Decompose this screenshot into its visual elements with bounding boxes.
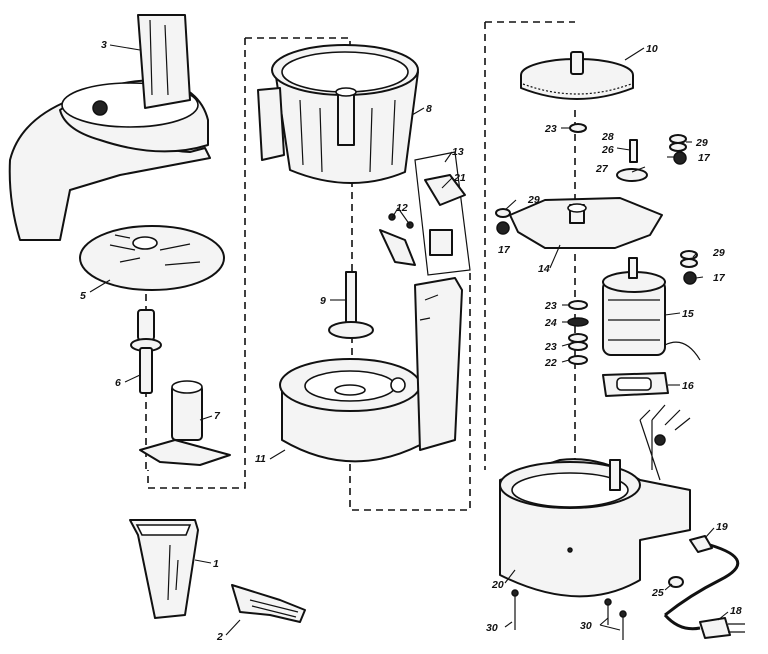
part-27-cam <box>616 168 648 182</box>
label-11: 11 <box>255 453 266 465</box>
label-3: 3 <box>101 39 107 51</box>
label-13: 13 <box>452 146 464 158</box>
part-12-switch-parts <box>379 213 416 266</box>
part-11-base-housing <box>279 277 463 463</box>
label-21: 21 <box>453 172 466 184</box>
label-2: 2 <box>216 631 223 643</box>
dashed-group-right <box>484 21 575 470</box>
label-9: 9 <box>320 295 326 307</box>
label-10: 10 <box>646 43 658 55</box>
part-26-28-screw <box>629 139 638 163</box>
label-26: 26 <box>601 144 614 156</box>
label-25: 25 <box>651 587 664 599</box>
label-15: 15 <box>682 308 694 320</box>
part-30-screws <box>511 589 627 640</box>
part-5-slicing-disc <box>79 225 225 291</box>
part-16-motor-mount <box>602 372 669 397</box>
part-1-food-pusher <box>129 519 199 619</box>
label-29-right: 29 <box>712 247 725 259</box>
label-30-left: 30 <box>486 622 498 634</box>
part-19-cord-strain-relief <box>689 535 713 553</box>
part-18-power-cord <box>663 543 745 639</box>
label-22: 22 <box>544 357 557 369</box>
label-24: 24 <box>544 317 557 329</box>
part-23-washer-top <box>569 123 587 133</box>
leader-lines <box>89 44 729 636</box>
label-23-top: 23 <box>544 123 557 135</box>
label-23-mid: 23 <box>544 300 557 312</box>
label-12: 12 <box>396 202 408 214</box>
label-27: 27 <box>595 163 609 175</box>
label-6: 6 <box>115 377 121 389</box>
part-9-spindle <box>328 271 374 339</box>
motor-wires <box>639 404 691 481</box>
label-16: 16 <box>682 380 694 392</box>
label-5: 5 <box>80 290 86 302</box>
label-1: 1 <box>213 558 219 570</box>
part-10-drive-gear <box>520 51 634 100</box>
label-29-top: 29 <box>695 137 708 149</box>
label-17-right: 17 <box>713 272 726 284</box>
label-28: 28 <box>601 131 614 143</box>
label-14: 14 <box>538 263 550 275</box>
part-14-mounting-plate <box>509 197 663 249</box>
label-17-left: 17 <box>498 244 511 256</box>
part-22-24-washers <box>567 300 589 365</box>
label-30-right: 30 <box>580 620 592 632</box>
part-29-washers <box>495 134 698 268</box>
part-3-feed-tube-cover <box>8 14 211 241</box>
label-19: 19 <box>716 521 728 533</box>
part-7-chopping-blade <box>139 380 231 466</box>
part-6-disc-stem <box>130 309 162 394</box>
label-7: 7 <box>214 410 221 422</box>
part-20-lower-base <box>499 458 691 598</box>
part-13-interlock-box <box>414 151 471 276</box>
part-17-nuts <box>496 151 697 285</box>
label-8: 8 <box>426 103 432 115</box>
label-29-left: 29 <box>527 194 540 206</box>
label-23-low: 23 <box>544 341 557 353</box>
part-8-work-bowl <box>257 44 419 184</box>
label-17-top: 17 <box>698 152 711 164</box>
label-20: 20 <box>491 579 504 591</box>
part-2-spatula <box>231 584 306 623</box>
label-18: 18 <box>730 605 742 617</box>
part-labels: 3 5 6 7 1 2 8 9 10 11 12 13 21 14 15 16 … <box>80 39 742 643</box>
part-25-foot <box>668 576 684 588</box>
part-15-motor <box>602 257 701 361</box>
